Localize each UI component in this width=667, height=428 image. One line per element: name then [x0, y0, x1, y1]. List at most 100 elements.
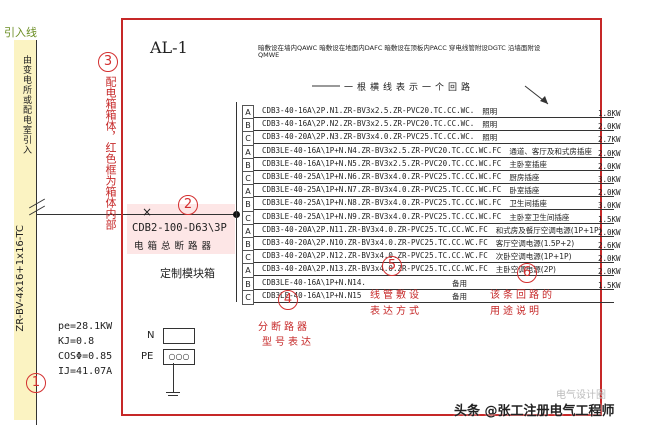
source-text: 由变电所或配电室引入: [21, 55, 31, 155]
circuit-usage: 卧室插座: [509, 186, 540, 196]
box-title: AL-1: [150, 38, 188, 57]
marker-circle-5: 5: [382, 256, 402, 276]
circuit-usage: 和式房及餐厅空调电源(1P+1P): [495, 225, 602, 235]
cable-spec-text: ZR-BV-4x16+1x16-TC: [15, 225, 26, 332]
circuit-usage: 卫生间插座: [509, 199, 547, 209]
breaker-spec: CDB3-40-20A\2P.N13.ZR-BV3x4.0.ZR-PVC25.T…: [262, 264, 488, 274]
marker-circle-4: 4: [278, 290, 298, 310]
circuit-power: 2.0KW: [598, 161, 621, 171]
breaker-spec: CDB3LE-40-16A\1P+N.N5.ZR-BV3x2.5.ZR-PVC2…: [262, 158, 502, 168]
incoming-line-label: 引入线: [4, 26, 37, 39]
marker-circle-3: 3: [98, 52, 118, 72]
circuit-usage: 通道、客厅及和式房插座: [509, 146, 592, 156]
circuit-usage: 主卧室插座: [509, 159, 547, 169]
legend-line-1: 暗敷设在墙内QAWC 暗敷设在地面内DAFC 暗敷设在顶板内PACC 穿电线管附…: [258, 44, 541, 52]
phase-label: B: [242, 276, 254, 292]
circuit-line: [254, 235, 614, 237]
circuit-line: [254, 130, 614, 132]
circuit-line: [254, 143, 614, 145]
custom-module-label: 定制模块箱: [160, 267, 215, 280]
circuit-power: 2.6KW: [598, 241, 621, 250]
circuit-usage: 次卧空调电源(1P+1P): [495, 252, 572, 262]
circuit-power: 2.0KW: [598, 188, 621, 198]
circuit-power: 3.0KW: [598, 175, 621, 184]
param-ij: IJ=41.07A: [58, 366, 113, 377]
circuit-line: [254, 196, 614, 198]
circuit-usage: 备用: [452, 278, 467, 288]
circuit-power: 2.0KW: [598, 148, 621, 158]
circuit-power: 2.0KW: [598, 254, 621, 264]
incoming-strip: [14, 40, 36, 420]
phase-label: C: [242, 210, 254, 226]
wiring-label-2: 表达方式: [370, 306, 422, 317]
circuit-line: [254, 275, 614, 277]
circuit-line: [254, 222, 614, 224]
param-cos: COSΦ=0.85: [58, 351, 113, 362]
breaker-spec: CDB3LE-40-16A\1P+N.N4.ZR-BV3x2.5.ZR-PVC2…: [262, 145, 502, 155]
circuit-power: 1.5KW: [598, 214, 621, 224]
breaker-spec: CDB3-40-20A\2P.N11.ZR-BV3x4.0.ZR-PVC25.T…: [262, 224, 488, 234]
phase-label: C: [242, 289, 254, 305]
circuit-power: 2.7KW: [598, 135, 621, 145]
branch-label-1: 分断路器: [258, 322, 310, 333]
switch-mark: ×: [142, 205, 153, 219]
marker-circle-6: 6: [517, 263, 537, 283]
breaker-spec: CDB3-40-16A\2P.N1.ZR-BV3x2.5.ZR-PVC20.TC…: [262, 106, 475, 115]
usage-label-2: 用途说明: [490, 306, 542, 317]
box-description: 配电箱箱体，红色框为箱体内部: [104, 76, 117, 230]
pe-ground-line: [173, 363, 174, 393]
legend-line-2: QMWE: [258, 51, 280, 59]
marker-circle-1: 1: [26, 373, 46, 393]
circuit-usage: 照明: [482, 133, 498, 143]
wiring-label-1: 线管敷设: [370, 290, 422, 301]
circuit-line: [254, 156, 614, 158]
circuit-line: [254, 301, 614, 303]
breaker-spec: CDB3-40-16A\2P.N2.ZR-BV3x2.5.ZR-PVC20.TC…: [262, 119, 475, 129]
main-breaker-line: [126, 214, 236, 215]
breaker-spec: CDB3LE-40-25A\1P+N.N9.ZR-BV3x4.0.ZR-PVC2…: [262, 211, 502, 221]
circuit-power: 2.0KW: [598, 122, 621, 132]
note-arrow: [312, 85, 549, 105]
pe-terminal: ○○○: [163, 349, 195, 365]
breaker-spec: CDB3LE-40-16A\1P+N.N15: [262, 290, 362, 300]
phase-label: C: [242, 131, 254, 147]
pe-label: PE: [141, 351, 154, 362]
circuit-usage: 厨房插座: [509, 173, 540, 182]
incoming-line: [36, 40, 37, 425]
vertical-bus: [236, 102, 237, 302]
main-breaker-name: 电箱总断路器: [134, 241, 216, 252]
ground-symbol-icon: [168, 395, 178, 396]
param-pe: pe=28.1KW: [58, 321, 113, 332]
circuit-line: [254, 288, 614, 290]
n-terminal: [163, 328, 195, 344]
circuit-line: [254, 249, 614, 250]
breaker-spec: CDB3LE-40-16A\1P+N.N14.: [262, 277, 366, 287]
watermark-author: 头条 @张工注册电气工程师: [454, 404, 615, 419]
n-label: N: [147, 330, 155, 341]
usage-label-1: 该条回路的: [490, 290, 555, 301]
circuit-line: [254, 169, 614, 171]
main-breaker-model: CDB2-100-D63\3P: [132, 222, 227, 234]
connection-line: [36, 214, 126, 215]
circuit-usage: 照明: [482, 107, 498, 116]
circuit-usage: 主卧室卫生间插座: [509, 212, 570, 222]
breaker-spec: CDB3LE-40-25A\1P+N.N8.ZR-BV3x4.0.ZR-PVC2…: [262, 198, 502, 208]
breaker-spec: CDB3LE-40-25A\1P+N.N6.ZR-BV3x4.0.ZR-PVC2…: [262, 172, 502, 181]
one-line-note: 一根横线表示一个回路: [344, 83, 475, 93]
circuit-power: 2.0KW: [598, 267, 621, 277]
breaker-spec: CDB3-40-20A\2P.N10.ZR-BV3x4.0.ZR-PVC25.T…: [262, 238, 488, 247]
circuit-line: [254, 262, 614, 264]
breaker-spec: CDB3-40-20A\2P.N12.ZR-BV3x4.0.ZR-PVC25.T…: [262, 251, 488, 261]
circuit-usage: 客厅空调电源(1.5P+2): [495, 239, 575, 248]
circuit-row: C CDB3LE-40-25A\1P+N.N9.ZR-BV3x4.0.ZR-PVC…: [242, 210, 621, 226]
ground-symbol-icon: [166, 392, 180, 393]
watermark-logo: 电气设计圈: [556, 390, 606, 401]
